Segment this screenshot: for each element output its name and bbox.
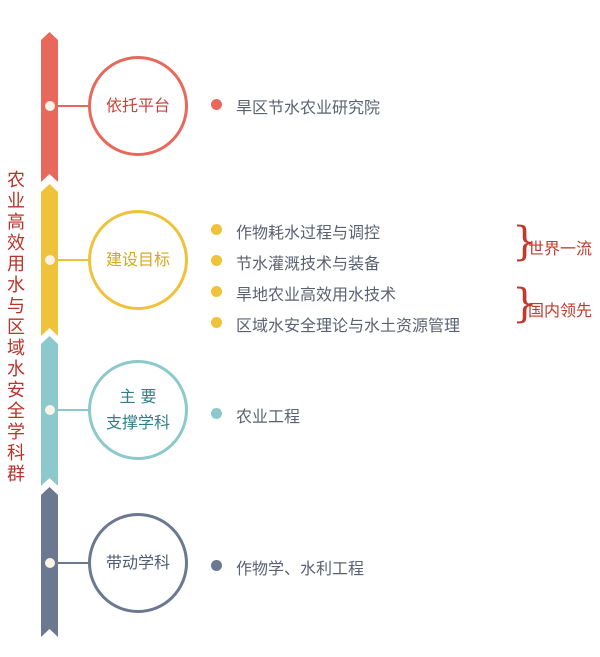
section-circle-platform: 依托平台 [88, 56, 188, 156]
bullet-dot [211, 286, 222, 297]
annotation-domestic-leading: 国内领先 [528, 301, 593, 320]
bullet-dot [211, 408, 222, 419]
list-item: 作物学、水利工程 [236, 559, 365, 578]
bullet-dot [211, 99, 222, 110]
section-label: 依托平台 [105, 96, 170, 115]
brace-icon: } [512, 281, 538, 327]
section-label: 带动学科 [105, 553, 170, 572]
section-label-line1: 主 要 [119, 387, 157, 406]
bullet-dot [211, 255, 222, 266]
section-circle-driven: 带动学科 [88, 513, 188, 613]
bullet-dot [211, 560, 222, 571]
connector-line [55, 409, 89, 411]
bullet-dot [211, 317, 222, 328]
section-circle-discipline: 主 要支撑学科 [88, 360, 188, 460]
spine-node [45, 101, 55, 111]
connector-line [55, 562, 89, 564]
section-circle-goal: 建设目标 [88, 210, 188, 310]
list-item: 旱区节水农业研究院 [236, 98, 381, 117]
list-item: 旱地农业高效用水技术 [236, 285, 397, 304]
connector-line [55, 105, 89, 107]
list-item: 作物耗水过程与调控 [236, 223, 381, 242]
annotation-world-class: 世界一流 [528, 239, 593, 258]
list-item: 区域水安全理论与水土资源管理 [236, 316, 461, 335]
spine-node [45, 558, 55, 568]
section-label: 建设目标 [105, 250, 170, 269]
brace-icon: } [512, 219, 538, 265]
bullet-dot [211, 224, 222, 235]
spine-node [45, 405, 55, 415]
list-item: 农业工程 [236, 407, 301, 426]
section-label-line2: 支撑学科 [105, 413, 170, 432]
diagram-title: 农业高效用水与区域水安全学科群 [7, 170, 25, 485]
list-item: 节水灌溉技术与装备 [236, 254, 381, 273]
spine-node [45, 255, 55, 265]
connector-line [55, 259, 89, 261]
